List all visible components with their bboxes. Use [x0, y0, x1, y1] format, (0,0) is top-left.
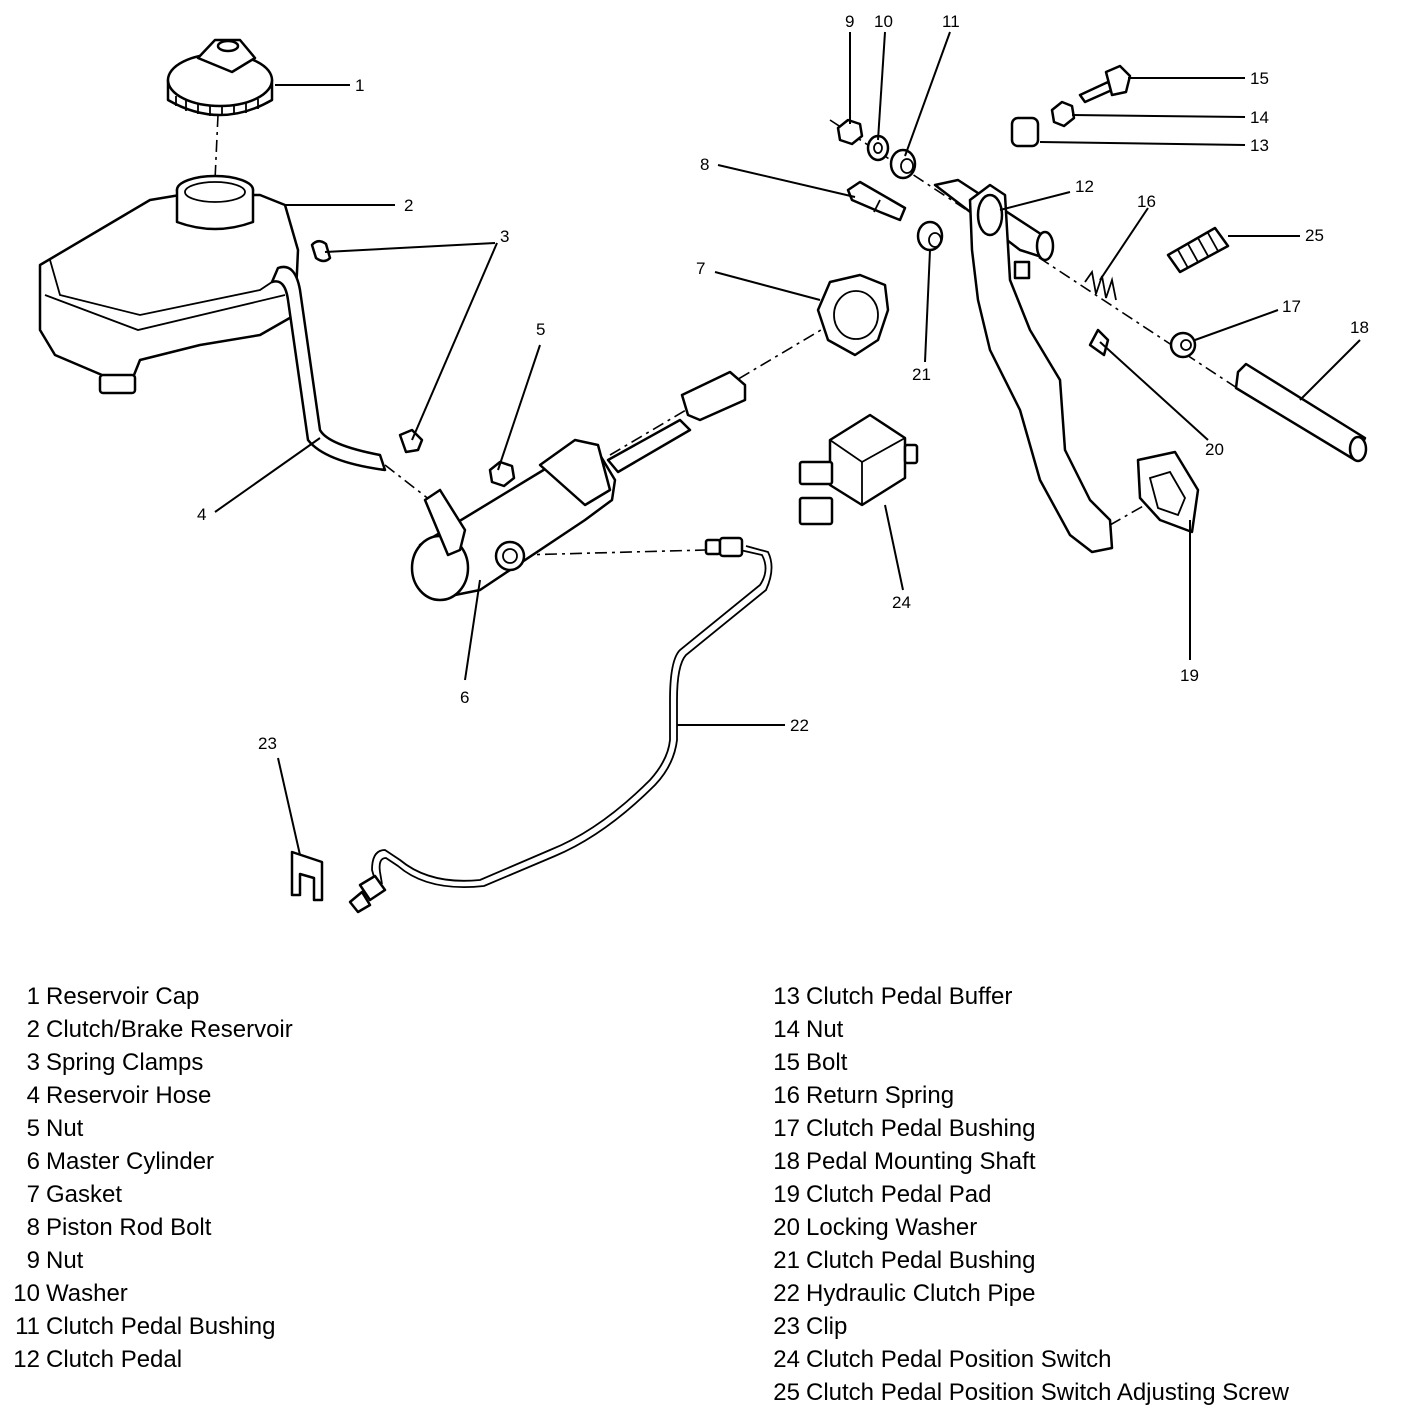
locking-washer-part — [1088, 328, 1110, 357]
spring-clamp-parts — [310, 240, 424, 454]
callout-3: 3 — [500, 227, 509, 246]
callout-7: 7 — [696, 259, 705, 278]
callout-leader-lines — [214, 31, 1361, 856]
nut-part-9 — [836, 118, 864, 146]
callout-1: 1 — [355, 76, 364, 95]
nut-part-5 — [488, 460, 516, 488]
clip-part — [290, 850, 324, 902]
callout-13: 13 — [1250, 136, 1269, 155]
callout-24: 24 — [892, 593, 911, 612]
piston-rod-bolt-part — [846, 180, 907, 222]
reservoir-cap-part — [166, 38, 274, 117]
callout-11: 11 — [942, 12, 960, 31]
callout-6: 6 — [460, 688, 469, 707]
reservoir-hose-part — [270, 265, 387, 472]
callout-19: 19 — [1180, 666, 1199, 685]
exploded-parts-diagram: 1 2 3 4 5 6 7 8 9 10 11 12 13 14 15 16 1… — [38, 12, 1369, 914]
callout-17: 17 — [1282, 297, 1301, 316]
nut-part-14 — [1050, 100, 1076, 128]
clutch-pedal-bushing-part-21 — [916, 220, 944, 252]
clutch-pedal-part — [933, 178, 1114, 554]
callout-23: 23 — [258, 734, 277, 753]
return-spring-part — [1084, 269, 1117, 301]
callout-22: 22 — [790, 716, 809, 735]
clutch-pedal-bushing-part-17 — [1169, 331, 1197, 359]
callout-21: 21 — [912, 365, 931, 384]
callout-16: 16 — [1137, 192, 1156, 211]
bolt-part — [1078, 64, 1132, 104]
clutch-brake-reservoir-part — [38, 174, 300, 395]
adjusting-screw-part — [1166, 226, 1230, 274]
callout-9: 9 — [845, 12, 854, 31]
callout-15: 15 — [1250, 69, 1269, 88]
callout-8: 8 — [700, 155, 709, 174]
callout-2: 2 — [404, 196, 413, 215]
clutch-pedal-bushing-part-11 — [889, 148, 917, 180]
pedal-mounting-shaft-part — [1234, 362, 1368, 463]
callout-5: 5 — [536, 320, 545, 339]
clutch-pedal-pad-part — [1136, 450, 1200, 534]
callout-14: 14 — [1250, 108, 1269, 127]
callout-20: 20 — [1205, 440, 1224, 459]
callout-18: 18 — [1350, 318, 1369, 337]
callout-numbers: 1 2 3 4 5 6 7 8 9 10 11 12 13 14 15 16 1… — [197, 12, 1369, 753]
callout-4: 4 — [197, 505, 206, 524]
callout-10: 10 — [874, 12, 893, 31]
clutch-pedal-buffer-part — [1010, 116, 1040, 148]
clutch-pedal-position-switch-part — [798, 413, 919, 526]
master-cylinder-part — [410, 370, 747, 602]
callout-25: 25 — [1305, 226, 1324, 245]
gasket-part — [816, 273, 890, 357]
callout-12: 12 — [1075, 177, 1094, 196]
hydraulic-clutch-pipe-part — [348, 536, 773, 914]
